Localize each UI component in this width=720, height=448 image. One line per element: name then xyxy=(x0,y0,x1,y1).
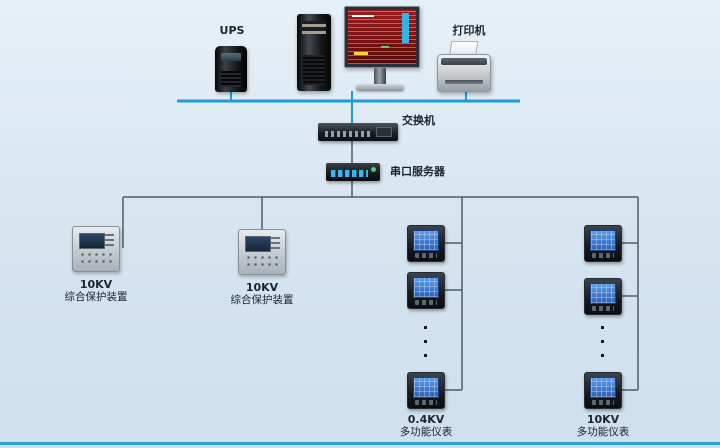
meter-buttons xyxy=(415,300,437,305)
meter-buttons xyxy=(415,253,437,258)
protection-screen xyxy=(245,236,271,252)
meter-device xyxy=(584,372,622,409)
tower-drive-bays xyxy=(302,21,326,34)
serial-server-label: 串口服务器 xyxy=(390,165,445,178)
protection-keys xyxy=(271,237,280,249)
meter-lcd xyxy=(590,377,616,398)
bottom-accent-line xyxy=(0,442,720,445)
workstation-monitor xyxy=(344,6,420,68)
meter-device xyxy=(584,278,622,315)
protection-screen xyxy=(79,233,105,249)
ups-display xyxy=(221,53,241,61)
protection-device-2 xyxy=(238,229,286,275)
workstation-tower xyxy=(297,14,331,91)
meter-device xyxy=(407,272,445,309)
monitor-base xyxy=(356,84,404,91)
protection-2-kv-text: 10KV xyxy=(245,281,279,294)
meter-lcd xyxy=(590,230,616,251)
protection-buttons xyxy=(245,254,279,269)
protection-device-1 xyxy=(72,226,120,272)
meter-column-2-label: 10KV 多功能仪表 xyxy=(563,413,643,439)
switch-label: 交换机 xyxy=(402,114,435,127)
printer-lid xyxy=(441,58,487,65)
switch-panel xyxy=(376,127,392,137)
protection-1-name-text: 综合保护装置 xyxy=(64,291,128,303)
switch-ports xyxy=(325,131,371,137)
serial-server-ports xyxy=(331,170,368,177)
ups-vents xyxy=(221,71,241,87)
printer-label: 打印机 xyxy=(452,24,486,37)
more-meters-ellipsis xyxy=(424,326,427,357)
meter-col1-kv-text: 0.4KV xyxy=(407,413,445,426)
monitor-stand xyxy=(374,68,386,84)
meter-buttons xyxy=(592,306,614,311)
ups-label: UPS xyxy=(219,24,245,37)
meter-lcd xyxy=(413,377,439,398)
printer-output-slot xyxy=(445,80,483,84)
meter-device xyxy=(584,225,622,262)
protection-2-name-text: 综合保护装置 xyxy=(230,294,294,306)
protection-device-1-label: 10KV 综合保护装置 xyxy=(56,278,136,304)
meter-lcd xyxy=(590,283,616,304)
meter-col2-kv-text: 10KV xyxy=(586,413,620,426)
meter-lcd xyxy=(413,230,439,251)
protection-1-kv-text: 10KV xyxy=(79,278,113,291)
meter-col2-name-text: 多功能仪表 xyxy=(576,426,630,438)
serial-server-device xyxy=(326,163,380,181)
meter-device xyxy=(407,225,445,262)
meter-buttons xyxy=(415,400,437,405)
switch-device xyxy=(318,123,398,141)
meter-lcd xyxy=(413,277,439,298)
more-meters-ellipsis xyxy=(601,326,604,357)
meter-device xyxy=(407,372,445,409)
meter-column-1-label: 0.4KV 多功能仪表 xyxy=(386,413,466,439)
meter-buttons xyxy=(592,253,614,258)
monitor-screen xyxy=(348,10,416,64)
tower-vents xyxy=(303,55,325,85)
meter-col1-name-text: 多功能仪表 xyxy=(399,426,453,438)
protection-keys xyxy=(105,234,114,246)
meter-buttons xyxy=(592,400,614,405)
serial-server-led xyxy=(371,167,376,172)
ups-device xyxy=(215,46,247,92)
protection-buttons xyxy=(79,251,113,266)
protection-device-2-label: 10KV 综合保护装置 xyxy=(222,281,302,307)
